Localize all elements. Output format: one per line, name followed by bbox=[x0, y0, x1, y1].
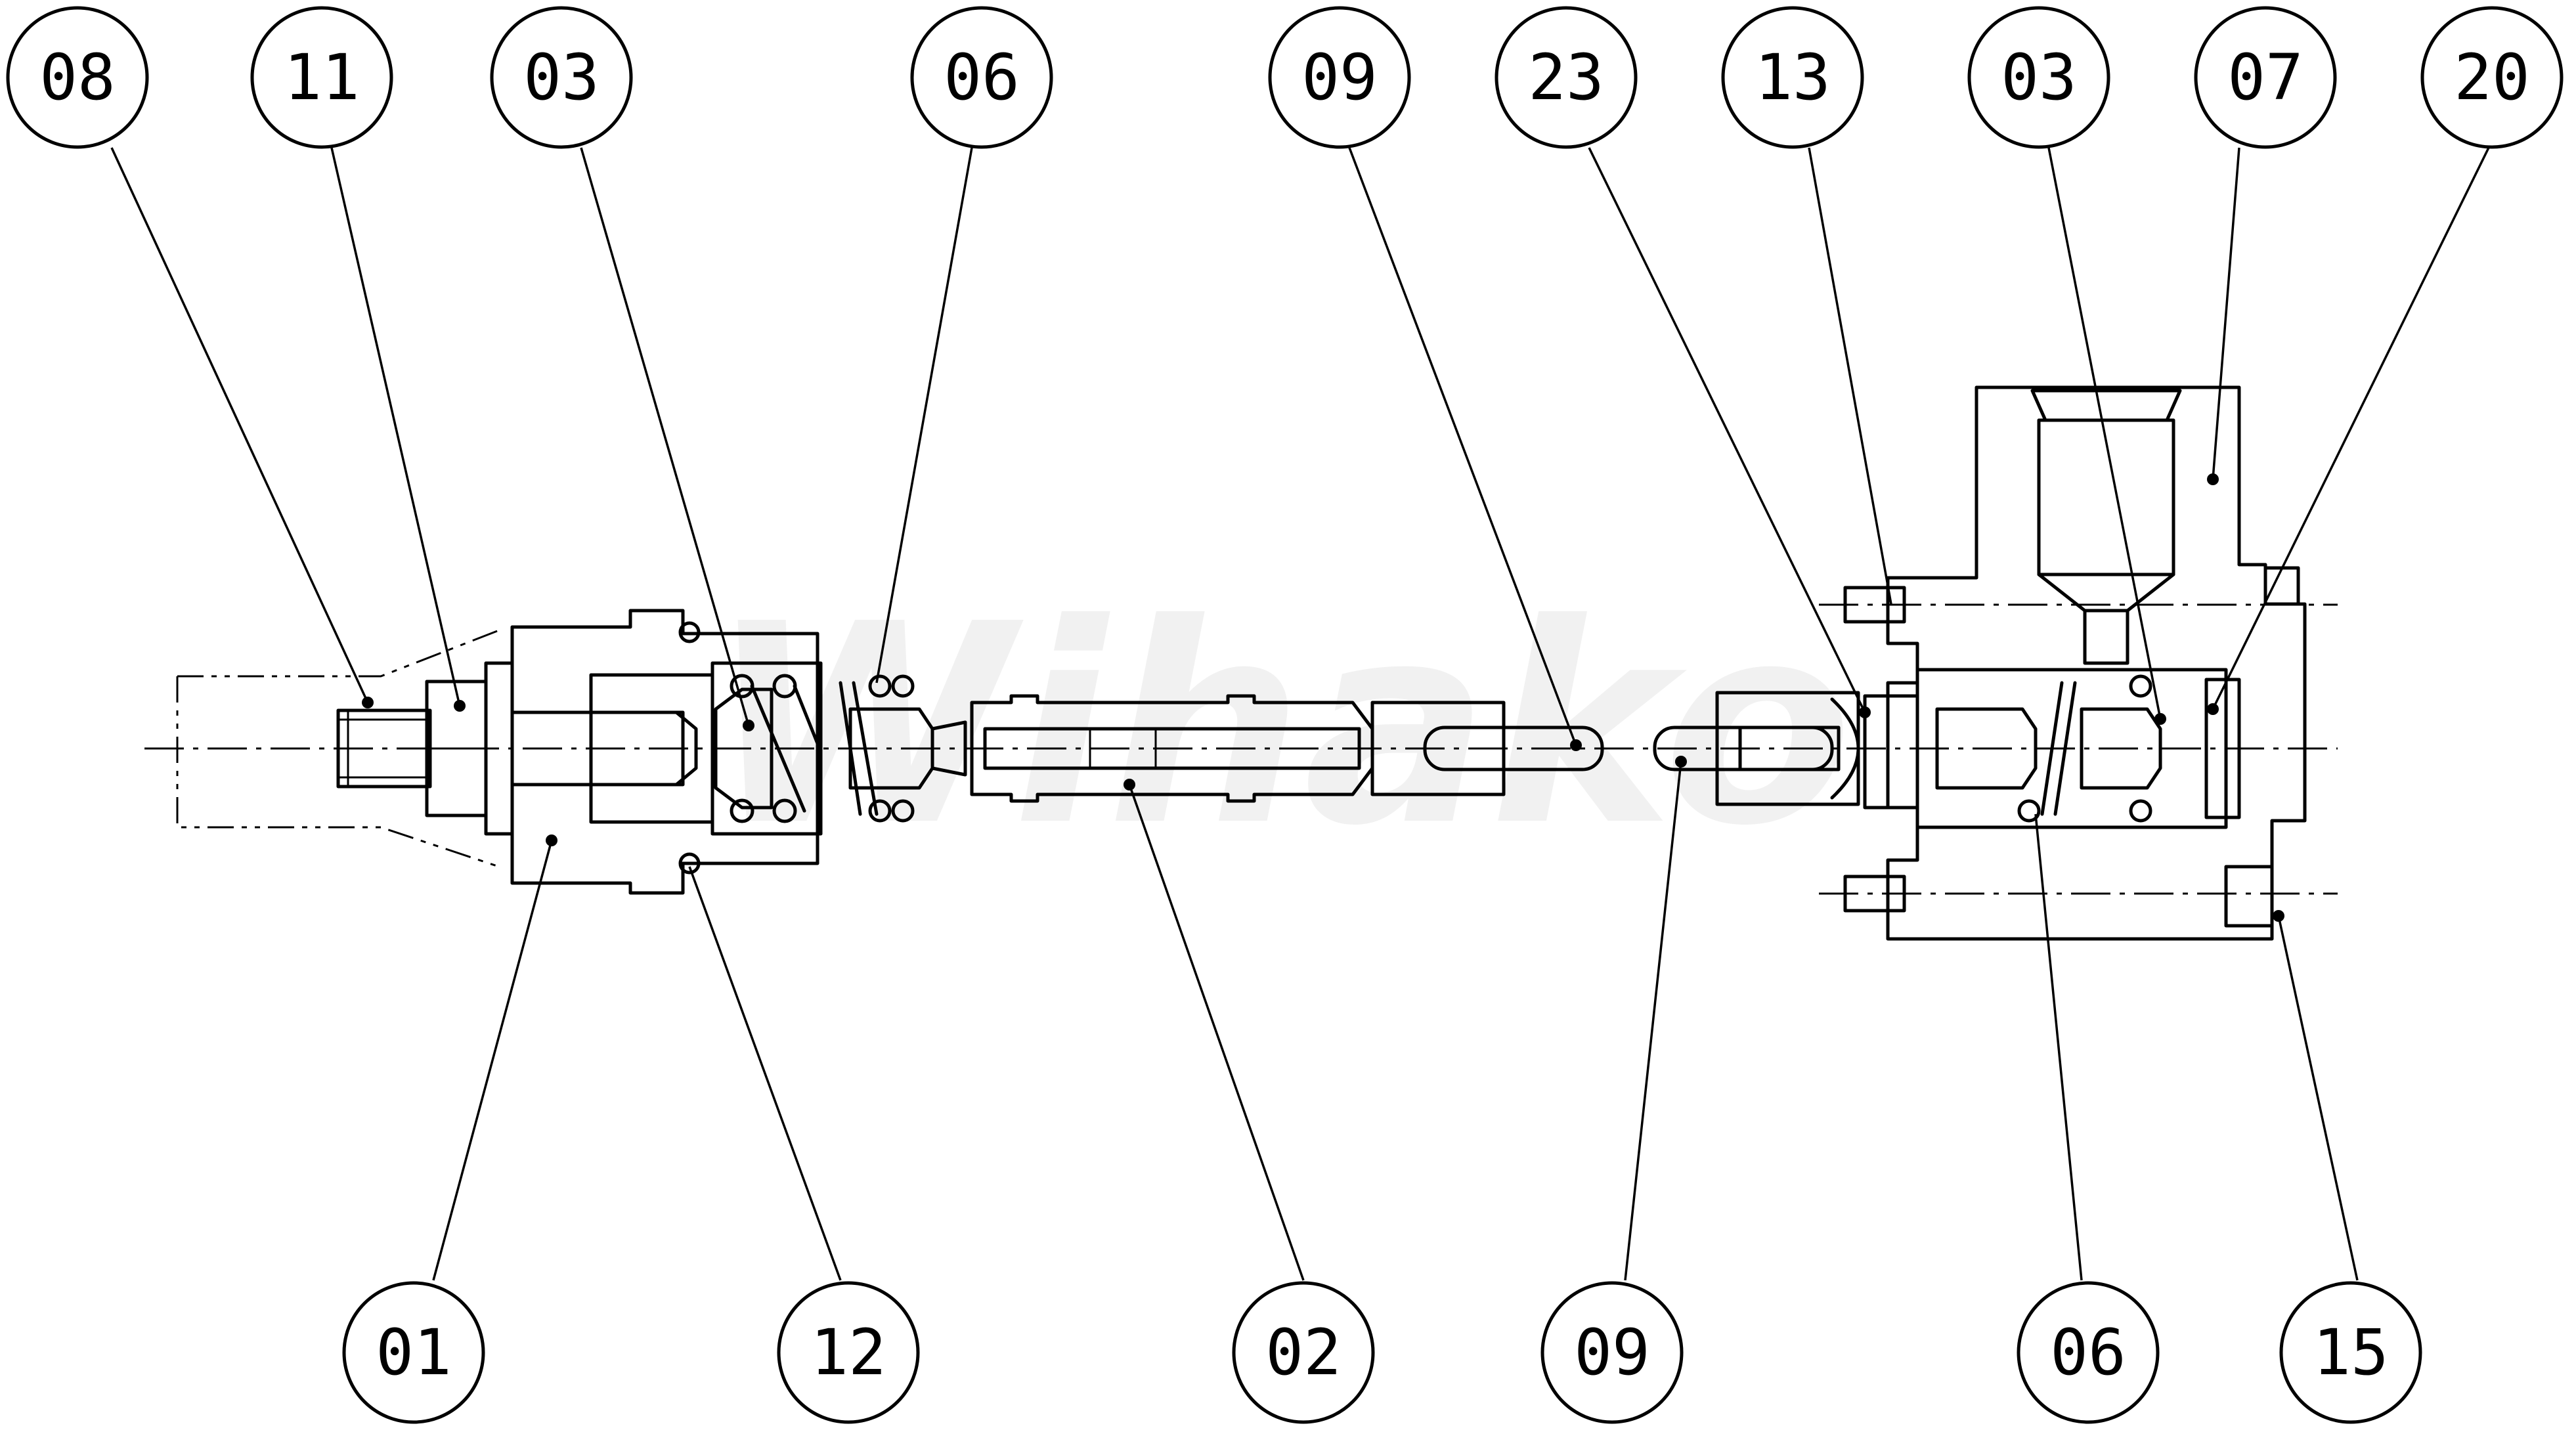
balloon-bottom-2-label: 12 bbox=[810, 1316, 886, 1389]
balloon-top-8 bbox=[1967, 6, 2110, 149]
leader-lines bbox=[110, 147, 2490, 1281]
balloon-top-8-label: 03 bbox=[2001, 41, 2077, 114]
balloon-bottom-1-label: 01 bbox=[376, 1316, 452, 1389]
balloon-top-6-label: 23 bbox=[1528, 41, 1604, 114]
balloon-top-7 bbox=[1721, 6, 1864, 149]
balloon-top-10 bbox=[2420, 6, 2564, 149]
left-assembly bbox=[176, 609, 1604, 895]
watermark-text: Wihako bbox=[709, 565, 1853, 886]
sleeve-part-23 bbox=[1715, 691, 1860, 806]
balloon-bottom-2 bbox=[777, 1281, 920, 1424]
callouts-top: 08 11 03 06 09 23 13 03 07 20 bbox=[6, 6, 2564, 149]
right-assembly bbox=[1653, 385, 2338, 941]
balloon-top-9 bbox=[2194, 6, 2337, 149]
balloon-top-2 bbox=[250, 6, 393, 149]
balloon-bottom-4 bbox=[1540, 1281, 1684, 1424]
balloon-top-4-label: 06 bbox=[944, 41, 1020, 114]
balloon-top-1-label: 08 bbox=[39, 41, 116, 114]
balloon-bottom-6-label: 15 bbox=[2313, 1316, 2389, 1389]
body-part-01 bbox=[510, 609, 819, 895]
balloon-bottom-5 bbox=[2017, 1281, 2160, 1424]
balloon-top-10-label: 20 bbox=[2454, 41, 2530, 114]
balloon-top-5-label: 09 bbox=[1301, 41, 1378, 114]
balloon-top-6 bbox=[1495, 6, 1638, 149]
balloon-top-4 bbox=[910, 6, 1053, 149]
balloon-bottom-5-label: 06 bbox=[2050, 1316, 2126, 1389]
balloon-bottom-4-label: 09 bbox=[1574, 1316, 1650, 1389]
balloon-top-9-label: 07 bbox=[2227, 41, 2303, 114]
balloon-top-1 bbox=[6, 6, 149, 149]
balloon-top-3 bbox=[490, 6, 633, 149]
balloon-bottom-3-label: 02 bbox=[1265, 1316, 1342, 1389]
phantom-outline bbox=[176, 629, 500, 868]
balloon-top-5 bbox=[1268, 6, 1411, 149]
balloon-bottom-1 bbox=[342, 1281, 485, 1424]
balloon-bottom-6 bbox=[2279, 1281, 2422, 1424]
balloon-top-3-label: 03 bbox=[523, 41, 600, 114]
callouts-bottom: 01 12 02 09 06 15 bbox=[342, 1281, 2422, 1424]
balloon-top-7-label: 13 bbox=[1755, 41, 1831, 114]
balloon-bottom-3 bbox=[1232, 1281, 1375, 1424]
balloon-top-2-label: 11 bbox=[284, 41, 360, 114]
dowel-pin-left bbox=[1423, 726, 1604, 771]
spring-left-03 bbox=[730, 674, 821, 823]
